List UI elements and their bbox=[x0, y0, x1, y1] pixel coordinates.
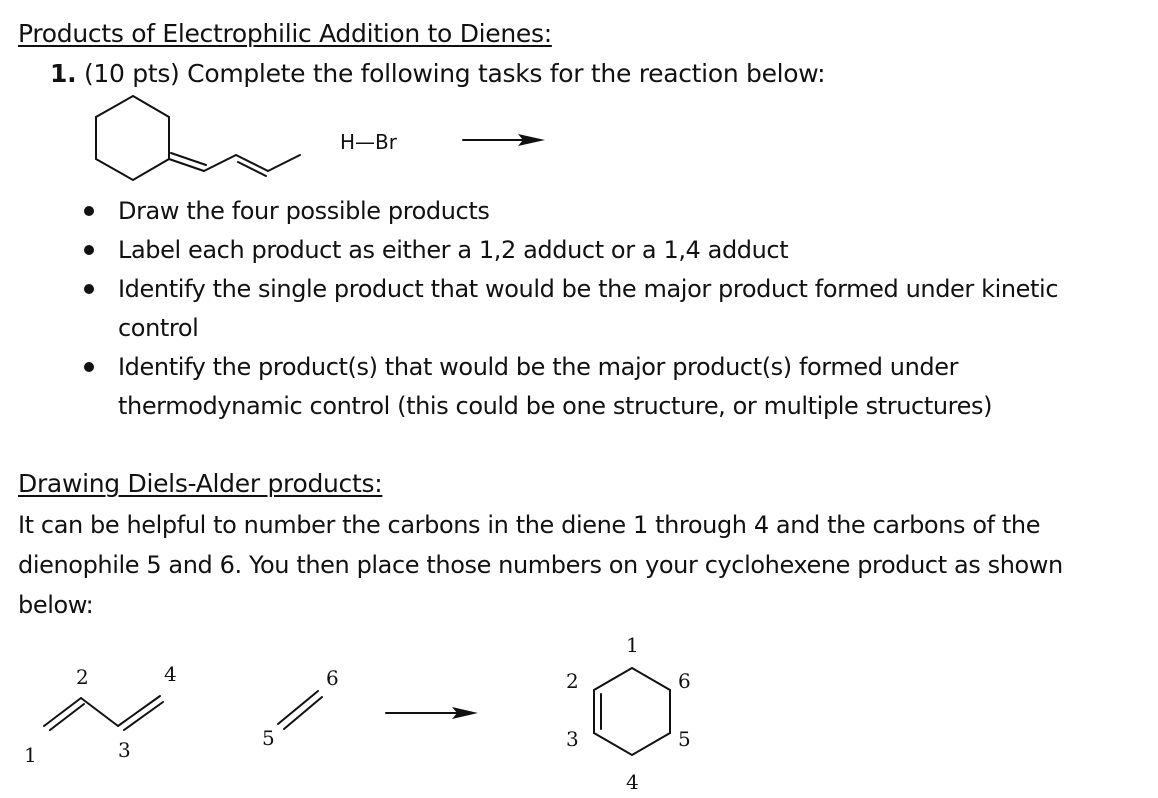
task-list: Draw the four possible products Label ea… bbox=[82, 192, 1122, 426]
cyclohexene-ring bbox=[593, 667, 671, 757]
diene-c2-c3-bond bbox=[80, 697, 119, 727]
product-label-3: 3 bbox=[566, 727, 579, 751]
bullet-icon bbox=[84, 206, 94, 216]
bullet-icon bbox=[84, 284, 94, 294]
product-label-4: 4 bbox=[626, 770, 639, 794]
section-heading-diels-alder: Drawing Diels-Alder products: bbox=[18, 469, 383, 498]
reagent-hbr: H—Br bbox=[340, 130, 398, 154]
chain-terminal-bond bbox=[267, 154, 301, 172]
diene-label-2: 2 bbox=[76, 665, 89, 689]
dienophile-label-6: 6 bbox=[326, 666, 339, 690]
cyclohexane-ring bbox=[95, 95, 170, 182]
question-text: (10 pts) Complete the following tasks fo… bbox=[83, 59, 826, 88]
list-item: Label each product as either a 1,2 adduc… bbox=[82, 231, 1122, 270]
product-label-2: 2 bbox=[566, 669, 579, 693]
product-label-5: 5 bbox=[678, 727, 691, 751]
chain-single-bond bbox=[203, 154, 237, 172]
list-item: Identify the single product that would b… bbox=[82, 270, 1122, 348]
arrowhead-1 bbox=[518, 134, 545, 146]
arrowhead-2 bbox=[452, 707, 478, 719]
question-number: 1. bbox=[50, 59, 77, 88]
diene-label-3: 3 bbox=[118, 738, 131, 762]
diene-label-4: 4 bbox=[164, 662, 177, 686]
product-label-6: 6 bbox=[678, 669, 691, 693]
chain-double-bond-b bbox=[237, 161, 267, 177]
section-heading-electrophilic-addition: Products of Electrophilic Addition to Di… bbox=[18, 19, 552, 48]
dienophile-bond bbox=[277, 690, 319, 725]
diels-alder-paragraph: It can be helpful to number the carbons … bbox=[18, 511, 1063, 619]
exocyclic-double-bond bbox=[170, 152, 207, 166]
diene-c1-c2-bond bbox=[43, 697, 82, 727]
bullet-icon bbox=[84, 245, 94, 255]
bullet-icon bbox=[84, 362, 94, 372]
product-label-1: 1 bbox=[626, 633, 639, 657]
list-item: Identify the product(s) that would be th… bbox=[82, 348, 1122, 426]
diene-c3-c4-double bbox=[123, 701, 164, 731]
diene-label-1: 1 bbox=[24, 743, 37, 767]
chain-double-bond-a bbox=[235, 154, 269, 172]
dienophile-double bbox=[283, 696, 323, 730]
diene-c3-c4-bond bbox=[117, 695, 161, 727]
question-1: 1. (10 pts) Complete the following tasks… bbox=[50, 59, 826, 89]
diene-c1-c2-double bbox=[49, 703, 85, 731]
exocyclic-bond bbox=[168, 158, 205, 172]
dienophile-label-5: 5 bbox=[262, 726, 275, 750]
list-item: Draw the four possible products bbox=[82, 192, 1122, 231]
